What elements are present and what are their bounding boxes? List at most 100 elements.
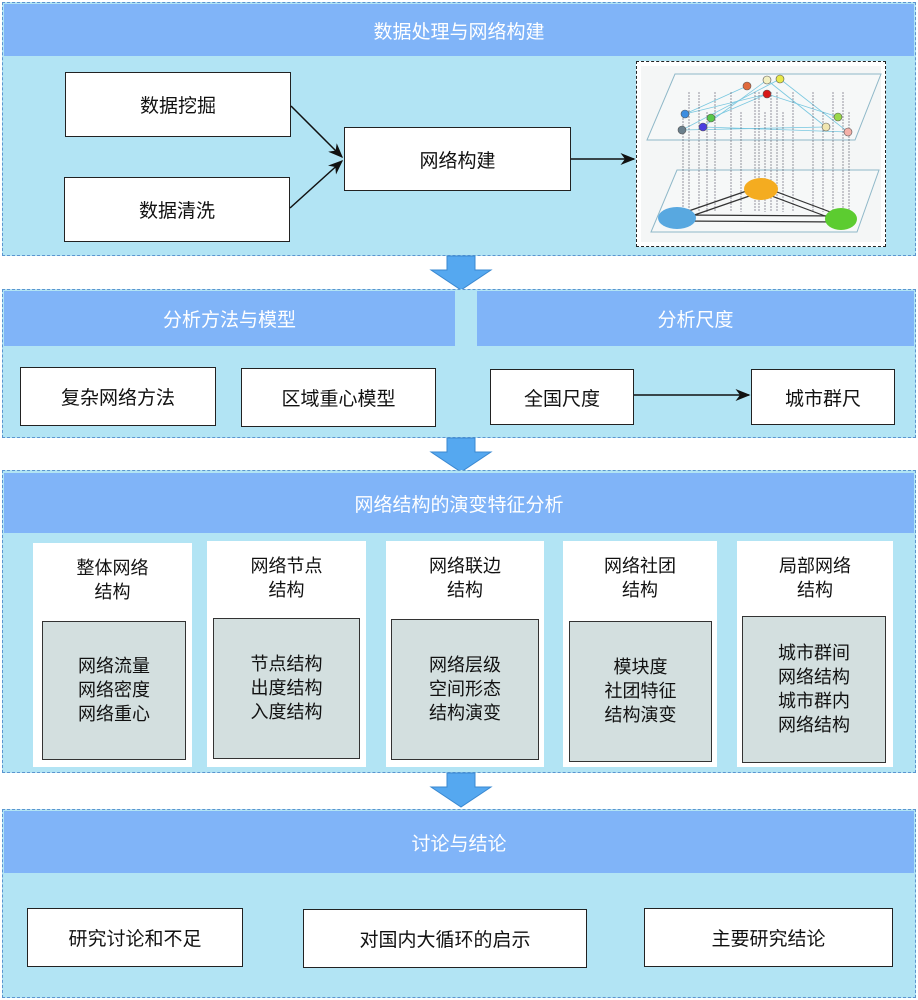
card-item: 网络结构 bbox=[778, 714, 850, 736]
upper-layer-link bbox=[684, 85, 748, 115]
card-item: 城市群间 bbox=[778, 642, 850, 664]
city-node bbox=[762, 75, 772, 85]
structure-card-details: 节点结构 出度结构 入度结构 bbox=[213, 618, 360, 759]
scale-title: 分析尺度 bbox=[657, 309, 734, 331]
scale-connector bbox=[634, 389, 751, 401]
evolution-analysis-title: 网络结构的演变特征分析 bbox=[354, 493, 564, 516]
upper-layer-link bbox=[702, 126, 849, 133]
structure-card-title: 整体网络 结构 bbox=[33, 557, 192, 605]
evolution-analysis-header: 网络结构的演变特征分析 bbox=[4, 473, 914, 533]
hub-node bbox=[658, 207, 696, 229]
hub-node bbox=[825, 208, 857, 230]
discussion-limitations-label: 研究讨论和不足 bbox=[68, 928, 202, 950]
structure-card-edge[interactable]: 网络联边 结构 网络层级 空间形态 结构演变 bbox=[386, 541, 544, 767]
urban-agglomeration-scale-label: 城市群尺 bbox=[784, 387, 861, 410]
card-title-line: 局部网络 bbox=[779, 556, 851, 577]
structure-card-overall[interactable]: 整体网络 结构 网络流量 网络密度 网络重心 bbox=[33, 543, 192, 767]
card-title-line: 网络社团 bbox=[604, 556, 676, 577]
city-node bbox=[677, 125, 687, 135]
card-item: 社团特征 bbox=[604, 680, 677, 702]
data-processing-header: 数据处理与网络构建 bbox=[4, 4, 914, 56]
card-item: 城市群内 bbox=[778, 690, 850, 712]
city-node bbox=[821, 122, 831, 132]
upper-layer-link bbox=[766, 93, 839, 118]
lower-layer-link bbox=[676, 220, 842, 223]
discussion-conclusion-title: 讨论与结论 bbox=[411, 832, 507, 855]
city-node bbox=[775, 74, 785, 84]
card-title-line: 网络节点 bbox=[250, 556, 323, 577]
card-title-line: 结构 bbox=[94, 582, 131, 603]
city-node bbox=[698, 122, 708, 132]
data-mining-box[interactable]: 数据挖掘 bbox=[65, 72, 291, 137]
structure-card-node[interactable]: 网络节点 结构 节点结构 出度结构 入度结构 bbox=[207, 541, 366, 767]
structure-card-title: 网络联边 结构 bbox=[386, 555, 544, 603]
city-node bbox=[843, 127, 853, 137]
main-conclusions-label: 主要研究结论 bbox=[711, 928, 826, 950]
cleaning-to-construction-arrow bbox=[289, 159, 344, 209]
complex-network-method-label: 复杂网络方法 bbox=[60, 387, 175, 409]
card-title-line: 结构 bbox=[797, 580, 833, 601]
structure-card-details: 网络层级 空间形态 结构演变 bbox=[391, 619, 539, 760]
card-item: 节点结构 bbox=[250, 653, 323, 675]
card-item: 出度结构 bbox=[250, 677, 323, 699]
card-title-line: 结构 bbox=[622, 580, 658, 601]
structure-card-local[interactable]: 局部网络 结构 城市群间 网络结构 城市群内 网络结构 bbox=[737, 541, 893, 767]
flow-down-arrow-3 bbox=[429, 772, 493, 808]
national-scale-box[interactable]: 全国尺度 bbox=[490, 369, 634, 425]
section1-connectors bbox=[289, 105, 636, 209]
card-item: 网络密度 bbox=[78, 679, 150, 701]
card-item: 结构演变 bbox=[429, 702, 501, 724]
card-title-line: 结构 bbox=[268, 580, 305, 601]
discussion-conclusion-header: 讨论与结论 bbox=[4, 811, 914, 873]
card-item: 网络流量 bbox=[78, 655, 150, 677]
data-cleaning-box[interactable]: 数据清洗 bbox=[64, 177, 290, 242]
card-item: 结构演变 bbox=[604, 704, 677, 726]
flow-down-arrow-1 bbox=[429, 255, 493, 291]
card-item: 入度结构 bbox=[250, 701, 323, 723]
upper-layer-link bbox=[779, 78, 849, 133]
card-title-line: 整体网络 bbox=[76, 558, 149, 579]
structure-card-title: 局部网络 结构 bbox=[737, 555, 893, 603]
card-item: 网络层级 bbox=[429, 654, 501, 676]
flow-down-arrow-2 bbox=[429, 437, 493, 473]
upper-layer-link bbox=[766, 79, 827, 128]
city-node bbox=[833, 112, 843, 122]
card-title-line: 网络联边 bbox=[429, 556, 501, 577]
structure-card-title: 网络社团 结构 bbox=[563, 555, 717, 603]
national-scale-label: 全国尺度 bbox=[523, 387, 600, 410]
methods-header: 分析方法与模型 bbox=[4, 291, 455, 346]
multilayer-network-illustration bbox=[641, 66, 882, 242]
data-processing-title: 数据处理与网络构建 bbox=[373, 20, 545, 43]
card-title-line: 结构 bbox=[447, 580, 483, 601]
discussion-limitations-box[interactable]: 研究讨论和不足 bbox=[27, 908, 243, 967]
urban-agglomeration-scale-box[interactable]: 城市群尺 bbox=[751, 369, 895, 425]
structure-card-details: 网络流量 网络密度 网络重心 bbox=[42, 621, 186, 760]
structure-card-community[interactable]: 网络社团 结构 模块度 社团特征 结构演变 bbox=[563, 541, 717, 767]
network-construction-label: 网络构建 bbox=[419, 149, 496, 172]
city-node bbox=[706, 113, 716, 123]
city-node bbox=[680, 109, 690, 119]
complex-network-method-box[interactable]: 复杂网络方法 bbox=[20, 367, 216, 426]
structure-card-details: 城市群间 网络结构 城市群内 网络结构 bbox=[742, 616, 886, 763]
scale-header: 分析尺度 bbox=[477, 291, 914, 346]
data-mining-label: 数据挖掘 bbox=[139, 95, 216, 117]
domestic-circulation-implications-box[interactable]: 对国内大循环的启示 bbox=[303, 909, 587, 968]
card-item: 网络重心 bbox=[78, 703, 150, 725]
card-item: 网络结构 bbox=[778, 666, 850, 688]
network-construction-box[interactable]: 网络构建 bbox=[344, 127, 571, 191]
regional-gravity-model-box[interactable]: 区域重心模型 bbox=[241, 368, 436, 427]
city-node bbox=[762, 89, 772, 99]
upper-layer-plane bbox=[646, 73, 882, 141]
main-conclusions-box[interactable]: 主要研究结论 bbox=[644, 908, 893, 967]
domestic-circulation-implications-label: 对国内大循环的启示 bbox=[359, 929, 531, 951]
upper-layer-link bbox=[684, 93, 768, 115]
network-illustration-frame bbox=[636, 61, 886, 247]
methods-title: 分析方法与模型 bbox=[162, 309, 296, 331]
hub-node bbox=[744, 178, 778, 200]
data-cleaning-label: 数据清洗 bbox=[138, 200, 215, 222]
city-node bbox=[742, 81, 752, 91]
regional-gravity-model-label: 区域重心模型 bbox=[281, 388, 396, 410]
card-item: 空间形态 bbox=[429, 678, 501, 700]
structure-card-title: 网络节点 结构 bbox=[207, 555, 366, 603]
mining-to-construction-arrow bbox=[290, 105, 344, 159]
